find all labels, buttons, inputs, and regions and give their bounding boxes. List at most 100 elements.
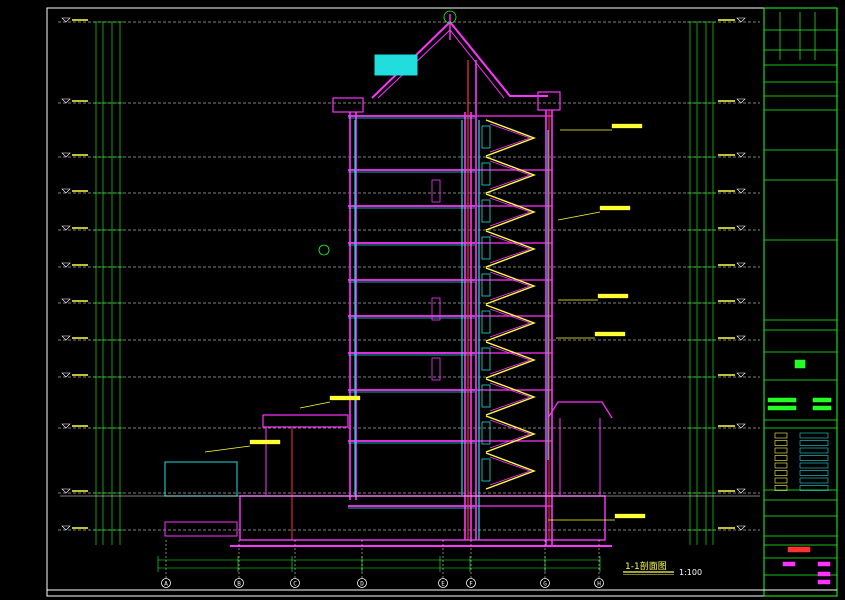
level-marker-right <box>736 423 746 429</box>
title-block <box>763 7 838 597</box>
stair-window <box>481 458 491 482</box>
level-marker-right <box>736 525 746 531</box>
title-block-cell <box>799 485 829 491</box>
stair-handrail <box>489 308 532 338</box>
stair-handrail <box>489 456 532 486</box>
drawing-scale: 1:100 <box>679 568 702 577</box>
parapet-left <box>332 97 364 113</box>
title-block-mark <box>817 579 831 585</box>
title-block-bar <box>812 397 832 403</box>
level-marker-left <box>61 488 71 494</box>
low-wing-roof <box>262 414 349 428</box>
stair-handrail <box>489 160 532 190</box>
level-marker-right <box>736 98 746 104</box>
level-marker-right <box>736 372 746 378</box>
entrance-steps <box>164 521 238 537</box>
stair-flight <box>485 415 536 453</box>
side-canopy <box>547 401 613 419</box>
stair-flight <box>485 267 536 305</box>
drawing-title: 1-1剖面图 <box>625 560 667 572</box>
stair-window <box>481 310 491 334</box>
title-block-logo <box>794 359 806 369</box>
axis-bubble-D <box>357 578 367 588</box>
dimension-chains <box>93 21 716 572</box>
stair-flights <box>481 119 536 490</box>
axis-label-E: E <box>441 581 445 588</box>
level-marker-left <box>61 152 71 158</box>
building-section <box>60 14 760 547</box>
stair-flight <box>485 119 536 157</box>
roof-tank <box>374 54 418 76</box>
note-text-block <box>329 395 361 401</box>
leader-line <box>204 445 251 453</box>
stair-window <box>481 421 491 445</box>
title-block-cell <box>774 440 788 446</box>
title-block-cell <box>799 447 829 454</box>
axis-label-F: F <box>469 581 473 588</box>
title-block-cell <box>774 432 788 439</box>
stair-window <box>481 236 491 260</box>
level-marker-left <box>61 262 71 268</box>
axis-label-B: B <box>237 581 241 588</box>
stair-handrail <box>489 271 532 301</box>
title-block-bar <box>812 405 832 411</box>
level-marker-left <box>61 525 71 531</box>
title-block-cell <box>799 455 829 461</box>
level-marker-left <box>61 225 71 231</box>
axis-bubble-G <box>540 578 550 588</box>
door-opening <box>431 179 441 203</box>
level-marker-left <box>61 372 71 378</box>
stair-handrail <box>489 345 532 375</box>
stair-window <box>481 384 491 408</box>
title-block-cell <box>799 470 829 476</box>
stair-flight <box>485 304 536 342</box>
axis-bubble-E <box>438 578 448 588</box>
title-block-cell <box>799 477 829 484</box>
note-text-block <box>597 293 629 299</box>
title-block-mark <box>782 561 796 567</box>
level-marker-left <box>61 188 71 194</box>
note-text-block <box>611 123 643 129</box>
leader-line <box>299 401 331 409</box>
axis-label-D: D <box>360 581 364 588</box>
stair-flight <box>485 341 536 379</box>
stair-handrail <box>489 123 532 153</box>
axis-bubble-F <box>466 578 476 588</box>
level-marker-left <box>61 423 71 429</box>
axis-label-C: C <box>293 581 297 588</box>
title-block-cell <box>774 470 788 476</box>
axis-bubble-H <box>594 578 604 588</box>
stair-handrail <box>489 382 532 412</box>
note-text-block <box>599 205 631 211</box>
stair-window <box>481 125 491 149</box>
title-block-cell <box>799 440 829 446</box>
title-block-grid <box>764 12 837 585</box>
title-block-cell <box>774 462 788 469</box>
level-marker-right <box>736 225 746 231</box>
stair-handrail <box>489 197 532 227</box>
axis-label-G: G <box>543 581 547 588</box>
stair-flight <box>485 378 536 416</box>
note-text-block <box>249 439 281 445</box>
level-marker-right <box>736 335 746 341</box>
podium <box>239 495 606 541</box>
level-marker-left <box>61 98 71 104</box>
level-marker-right <box>736 298 746 304</box>
stair-handrail <box>489 234 532 264</box>
level-marker-right <box>736 17 746 23</box>
stair-flight <box>485 193 536 231</box>
title-block-cell <box>799 462 829 469</box>
level-marker-right <box>736 488 746 494</box>
level-marker-left <box>61 335 71 341</box>
detail-callout <box>318 244 330 256</box>
parapet-right <box>537 91 561 111</box>
level-marker-right <box>736 188 746 194</box>
title-block-cell <box>774 485 788 491</box>
level-lines <box>58 17 760 531</box>
axis-label-A: A <box>164 581 168 588</box>
title-block-cell <box>774 447 788 454</box>
title-block-stamp <box>787 546 811 553</box>
title-block-mark <box>817 561 831 567</box>
